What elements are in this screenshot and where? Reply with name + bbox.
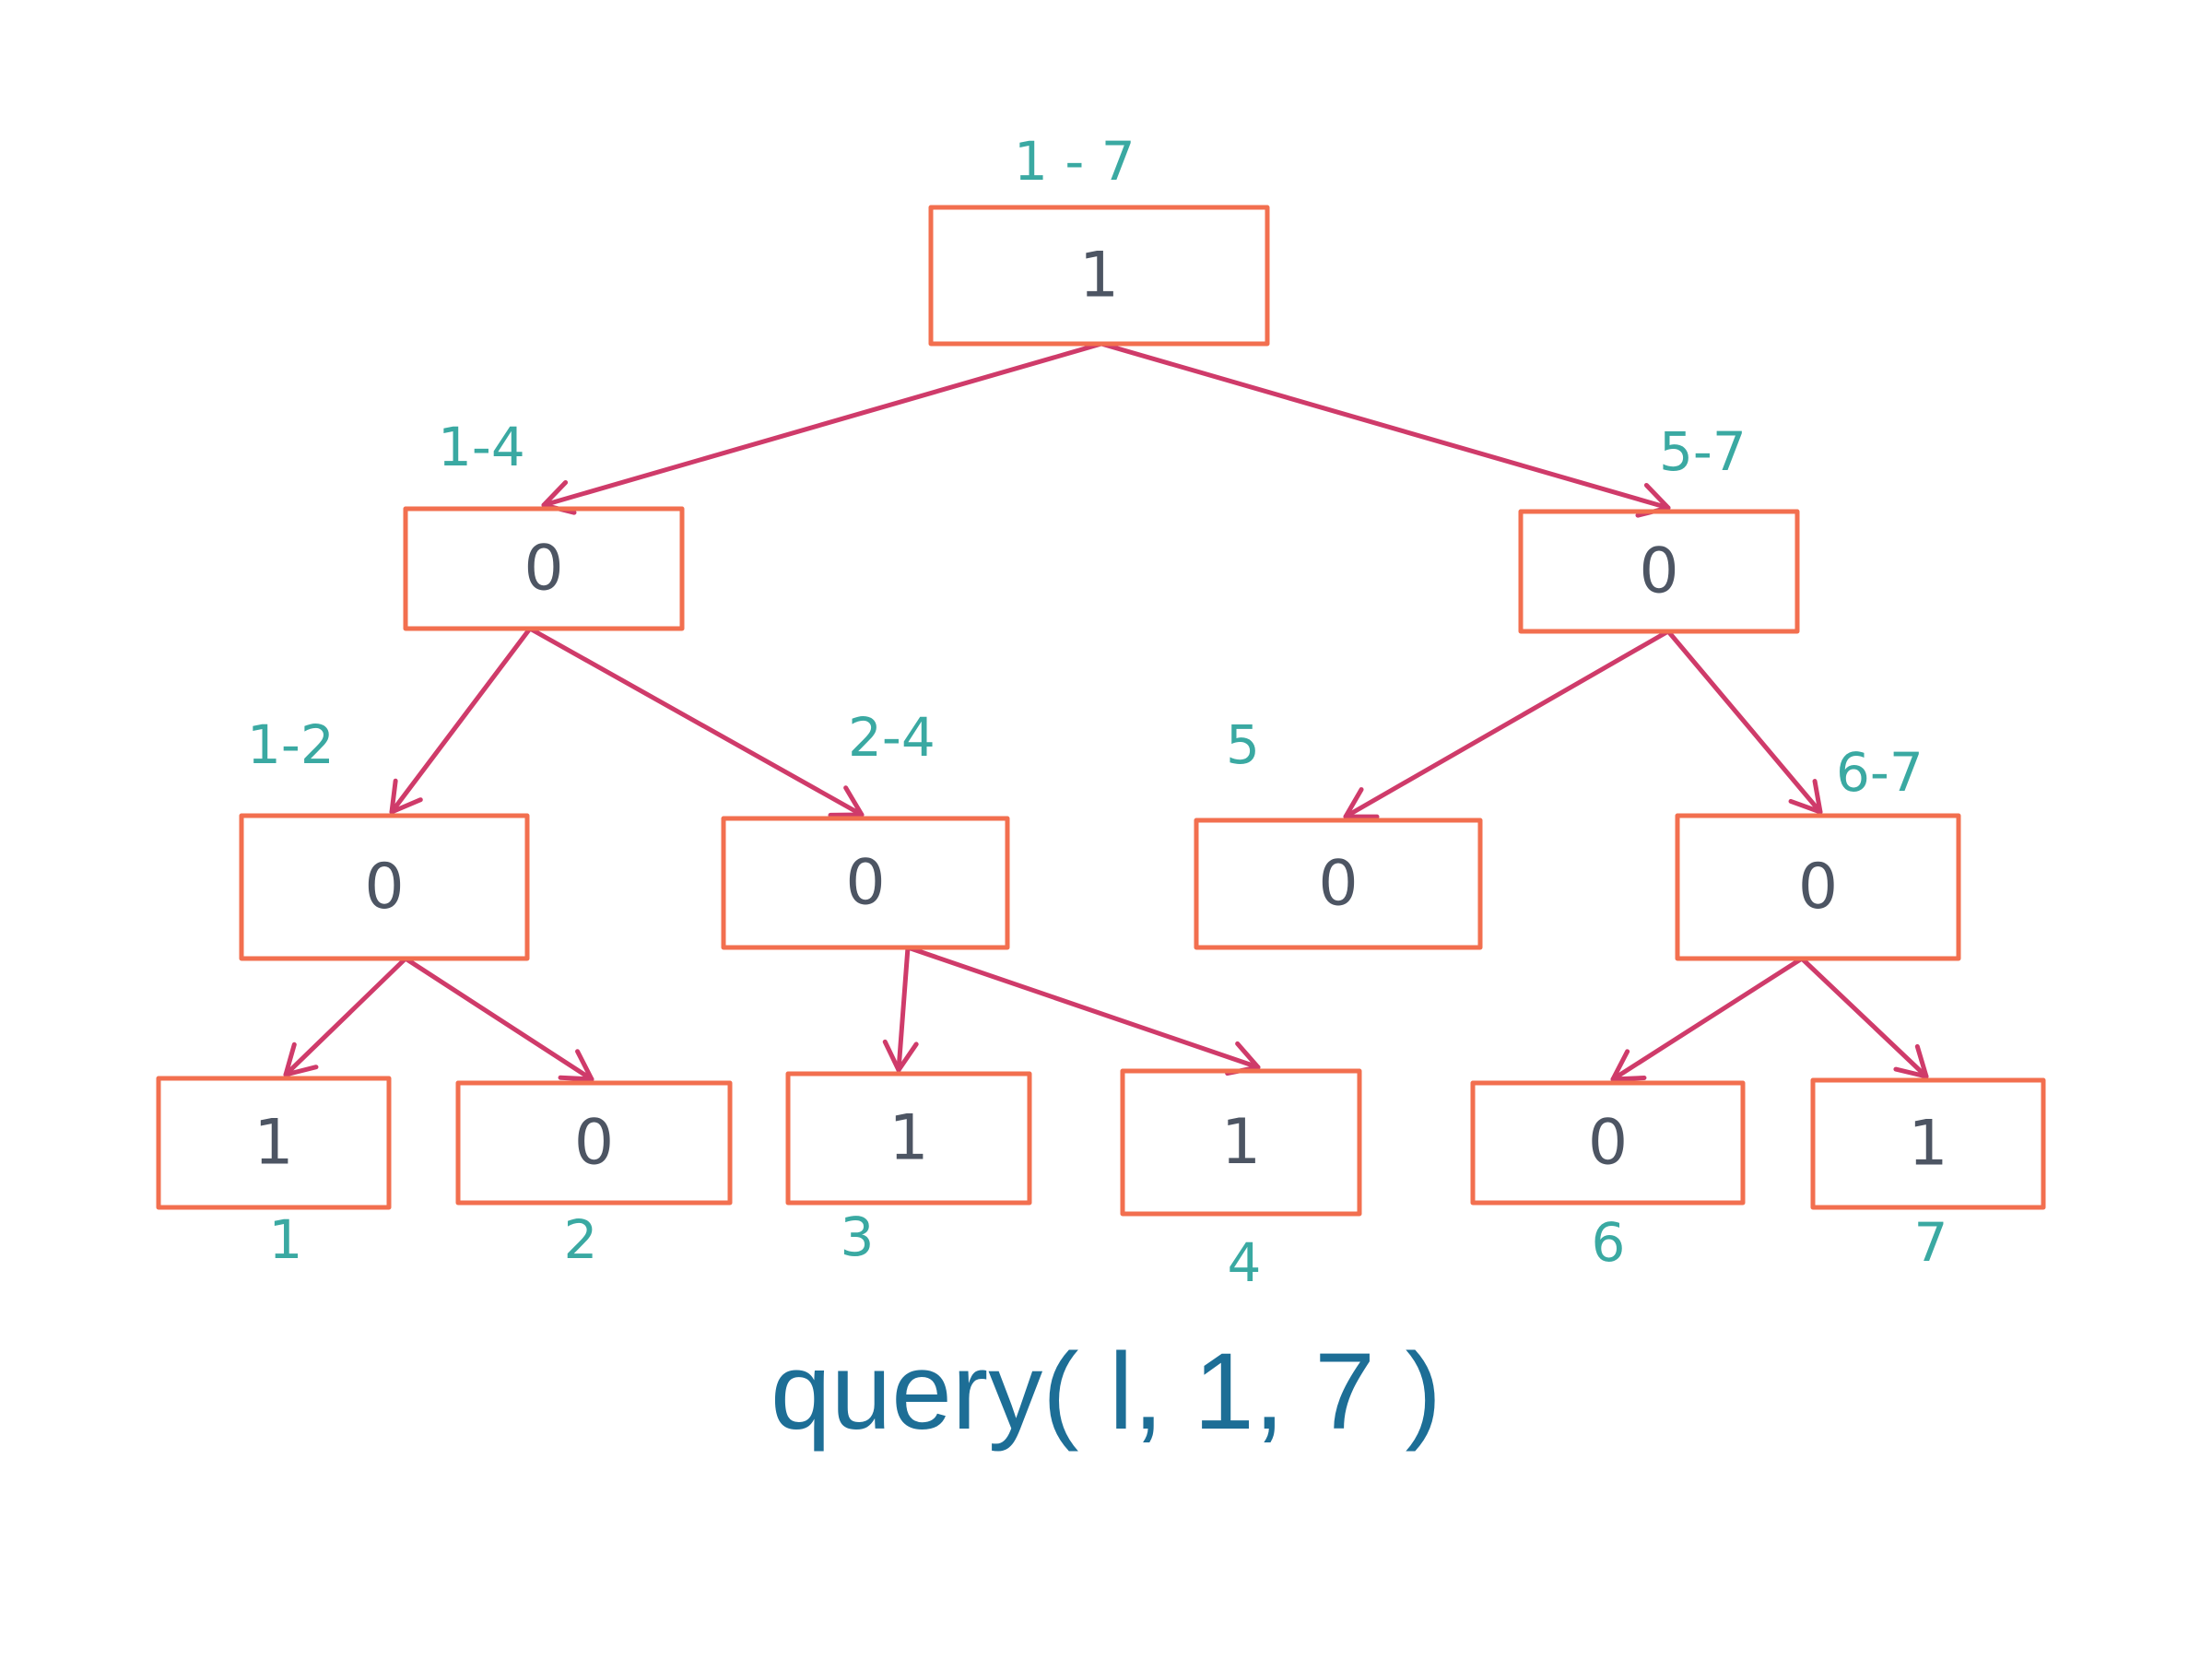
- edge-n6-7-to-n7: [1799, 956, 1929, 1079]
- node-range-label: 6-7: [1836, 741, 1924, 804]
- node-box: [156, 1076, 392, 1210]
- arrowhead: [882, 1039, 919, 1073]
- node-box: [1675, 813, 1961, 961]
- node-box: [1810, 1077, 2046, 1210]
- node-box: [455, 1080, 733, 1206]
- node-value: 0: [1798, 851, 1838, 924]
- node-range-label: 4: [1228, 1231, 1262, 1294]
- edge-line: [905, 945, 1261, 1070]
- arrowhead: [1610, 1049, 1647, 1082]
- arrowhead: [1893, 1043, 1929, 1079]
- node-value: 0: [1318, 848, 1358, 921]
- node-range-label: 1: [269, 1208, 303, 1271]
- edge-n5-7-to-n5: [1343, 629, 1671, 819]
- edge-line: [1099, 341, 1671, 511]
- node-range-label: 3: [841, 1206, 875, 1268]
- edge-n1-4-to-n2-4: [527, 626, 865, 818]
- edge-line: [541, 341, 1104, 508]
- node-range-label: 1-2: [247, 713, 335, 776]
- edge-n1-7-to-n1-4: [541, 341, 1104, 515]
- node-box: [1194, 818, 1483, 950]
- node-value: 0: [845, 847, 885, 920]
- edge-n1-2-to-n2: [403, 956, 594, 1082]
- tree-node-n6-7: 0 6-7: [1675, 741, 1961, 961]
- edge-n6-7-to-n6: [1610, 956, 1805, 1082]
- node-box: [239, 813, 530, 961]
- tree-node-n3: 13: [785, 1071, 1032, 1268]
- node-range-label: 5-7: [1659, 420, 1747, 483]
- edge-line: [389, 626, 533, 815]
- node-value: 0: [1588, 1107, 1628, 1180]
- node-value: 1: [888, 1102, 928, 1175]
- edge-line: [1799, 956, 1929, 1079]
- arrowhead: [1343, 787, 1380, 819]
- tree-node-n1-4: 0 1-4: [403, 416, 685, 631]
- arrowhead: [283, 1041, 319, 1077]
- node-value: 0: [364, 851, 404, 924]
- tree-node-n5-7: 0 5-7: [1518, 420, 1800, 634]
- edge-line: [527, 626, 865, 818]
- node-value: 1: [1079, 240, 1119, 312]
- node-box: [1120, 1068, 1362, 1217]
- edge-line: [283, 956, 408, 1077]
- node-box: [928, 205, 1270, 347]
- tree-node-n1-2: 0 1-2: [239, 713, 530, 961]
- node-range-label: 6: [1592, 1211, 1626, 1274]
- edges-layer: [283, 341, 1929, 1082]
- edge-line: [403, 956, 594, 1082]
- edge-n1-2-to-n1: [283, 956, 408, 1077]
- tree-node-n1-7: 1 1 - 7: [928, 130, 1270, 347]
- tree-node-n7: 17: [1810, 1077, 2046, 1274]
- tree-node-n5: 05: [1194, 713, 1483, 950]
- node-range-label: 1-4: [438, 416, 525, 478]
- node-value: 0: [1639, 535, 1678, 608]
- arrowhead: [558, 1049, 594, 1082]
- edge-line: [896, 945, 911, 1073]
- node-range-label: 5: [1226, 713, 1260, 776]
- arrowhead: [389, 778, 423, 815]
- node-box: [785, 1071, 1032, 1206]
- tree-node-n4: 14: [1120, 1068, 1362, 1294]
- tree-node-n6: 06: [1470, 1080, 1746, 1274]
- query-caption: query( l, 1, 7 ): [771, 1331, 1441, 1453]
- node-value: 1: [1221, 1106, 1261, 1179]
- node-value: 1: [253, 1107, 293, 1180]
- edge-line: [1665, 629, 1823, 815]
- tree-node-n1: 11: [156, 1076, 392, 1271]
- node-box: [1470, 1080, 1746, 1206]
- edge-n2-4-to-n3: [882, 945, 919, 1073]
- tree-node-n2-4: 0 2-4: [721, 706, 1010, 950]
- node-range-label: 7: [1914, 1211, 1948, 1274]
- node-range-label: 1 - 7: [1014, 130, 1135, 193]
- edge-n1-7-to-n5-7: [1099, 341, 1671, 518]
- node-value: 0: [574, 1107, 614, 1180]
- edge-n2-4-to-n4: [905, 945, 1261, 1077]
- node-range-label: 2: [564, 1208, 598, 1271]
- tree-node-n2: 02: [455, 1080, 733, 1271]
- node-value: 1: [1908, 1108, 1947, 1181]
- node-box: [1518, 509, 1800, 634]
- arrowhead: [828, 785, 865, 818]
- edge-n1-4-to-n1-2: [389, 626, 533, 815]
- edge-line: [1343, 629, 1671, 819]
- node-box: [403, 506, 685, 631]
- edge-line: [1610, 956, 1805, 1082]
- node-range-label: 2-4: [848, 706, 935, 769]
- node-box: [721, 816, 1010, 950]
- arrowhead: [1788, 779, 1823, 815]
- node-value: 0: [524, 533, 563, 606]
- edge-n5-7-to-n6-7: [1665, 629, 1823, 815]
